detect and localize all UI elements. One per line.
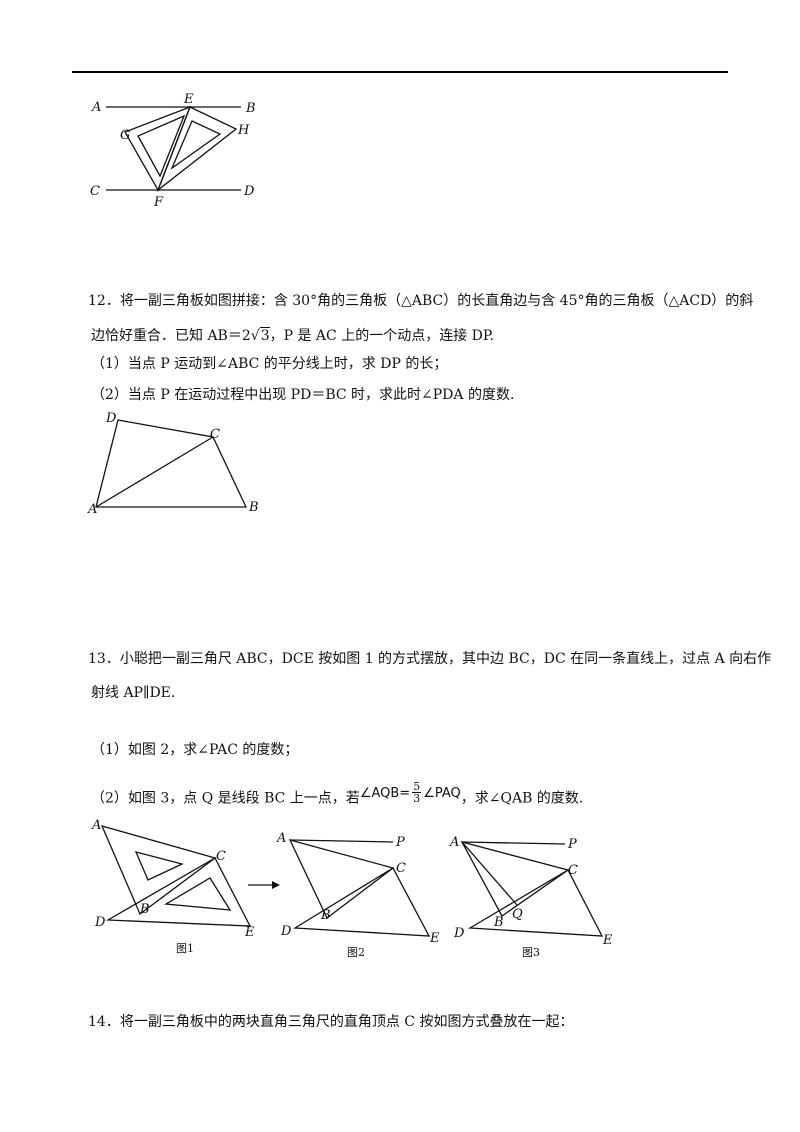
- triangle-dce-inner: [163, 877, 232, 911]
- figure-q12: D C A B: [87, 411, 259, 517]
- label-p: P: [567, 837, 577, 852]
- arrow-icon: [248, 881, 280, 889]
- triangle-abc-inner: [134, 851, 184, 881]
- caption-figure-3: 图3: [522, 946, 540, 959]
- q13-line1: 13．小聪把一副三角尺 ABC，DCE 按如图 1 的方式摆放，其中边 BC，D…: [88, 651, 772, 667]
- q12-sub2: （2）当点 P 在运动过程中出现 PD＝BC 时，求此时∠PDA 的度数.: [91, 387, 515, 403]
- label-e: E: [244, 925, 255, 940]
- label-e: E: [602, 933, 613, 948]
- label-b: B: [493, 915, 504, 930]
- q14-line1: 14．将一副三角板中的两块直角三角尺的直角顶点 C 按如图方式叠放在一起：: [88, 1014, 574, 1030]
- header-rule: [72, 71, 728, 73]
- label-a: A: [87, 502, 97, 517]
- figure-q13-3: A P C Q B D E 图3: [449, 835, 613, 959]
- label-c: C: [396, 861, 406, 876]
- label-b: B: [245, 101, 256, 116]
- triangle-right-outer: [156, 106, 238, 192]
- label-d: D: [453, 926, 465, 941]
- label-f: F: [153, 195, 164, 210]
- triangle-dce: [292, 867, 431, 937]
- ray-ap: [461, 841, 566, 845]
- label-g: G: [120, 128, 130, 143]
- triangle-right-inner: [170, 120, 222, 170]
- q13-sub1: （1）如图 2，求∠PAC 的度数；: [91, 742, 299, 758]
- caption-figure-2: 图2: [347, 946, 365, 959]
- label-h: H: [237, 123, 250, 138]
- ray-ap: [289, 839, 394, 843]
- diagonal-ac: [95, 436, 214, 508]
- label-c: C: [90, 184, 100, 199]
- label-c: C: [216, 849, 226, 864]
- q13-line2: 射线 AP∥DE.: [91, 685, 176, 701]
- quadrilateral-dcba: [95, 419, 248, 508]
- label-q: Q: [512, 907, 523, 922]
- label-b: B: [248, 500, 259, 515]
- label-d: D: [105, 411, 117, 426]
- label-b: B: [320, 908, 331, 923]
- q12-line1: 12．将一副三角板如图拼接：含 30°角的三角板（△ABC）的长直角边与含 45…: [88, 293, 754, 309]
- label-e: E: [183, 92, 194, 107]
- label-a: A: [276, 831, 286, 846]
- label-p: P: [395, 835, 405, 850]
- label-c: C: [210, 427, 220, 442]
- label-c: C: [568, 863, 578, 878]
- triangle-abc-outer: [100, 825, 217, 916]
- label-a: A: [91, 100, 101, 115]
- triangle-left-inner: [137, 114, 186, 178]
- q13-number: 13．: [88, 651, 120, 667]
- label-b: B: [139, 902, 150, 917]
- figure-q13-2: A P C B D E 图2: [276, 831, 440, 959]
- label-d: D: [280, 924, 292, 939]
- q12-number: 12．: [88, 293, 120, 309]
- figure-q13-1: A C B D E 图1: [91, 818, 255, 955]
- triangle-abc: [288, 839, 395, 920]
- caption-figure-1: 图1: [176, 942, 194, 955]
- label-a: A: [91, 818, 101, 833]
- label-d: D: [243, 184, 255, 199]
- angle-aqb: ∠AQB=: [359, 785, 411, 801]
- q14-number: 14．: [88, 1014, 120, 1030]
- sqrt-sign: √: [250, 328, 260, 344]
- triangle-dce-outer: [105, 857, 252, 927]
- segment-aq: [461, 841, 518, 906]
- q12-sub1: （1）当点 P 运动到∠ABC 的平分线上时，求 DP 的长；: [91, 356, 448, 372]
- label-d: D: [94, 915, 106, 930]
- q12-line2: 边恰好重合．已知 AB＝2√3，P 是 AC 上的一个动点，连接 DP.: [91, 327, 494, 344]
- figure-q11: A E B G H C F D: [90, 92, 256, 210]
- label-a: A: [449, 835, 459, 850]
- triangle-dce: [467, 869, 604, 937]
- angle-paq: ∠PAQ: [423, 785, 461, 801]
- label-e: E: [429, 931, 440, 946]
- triangle-abc: [460, 840, 570, 917]
